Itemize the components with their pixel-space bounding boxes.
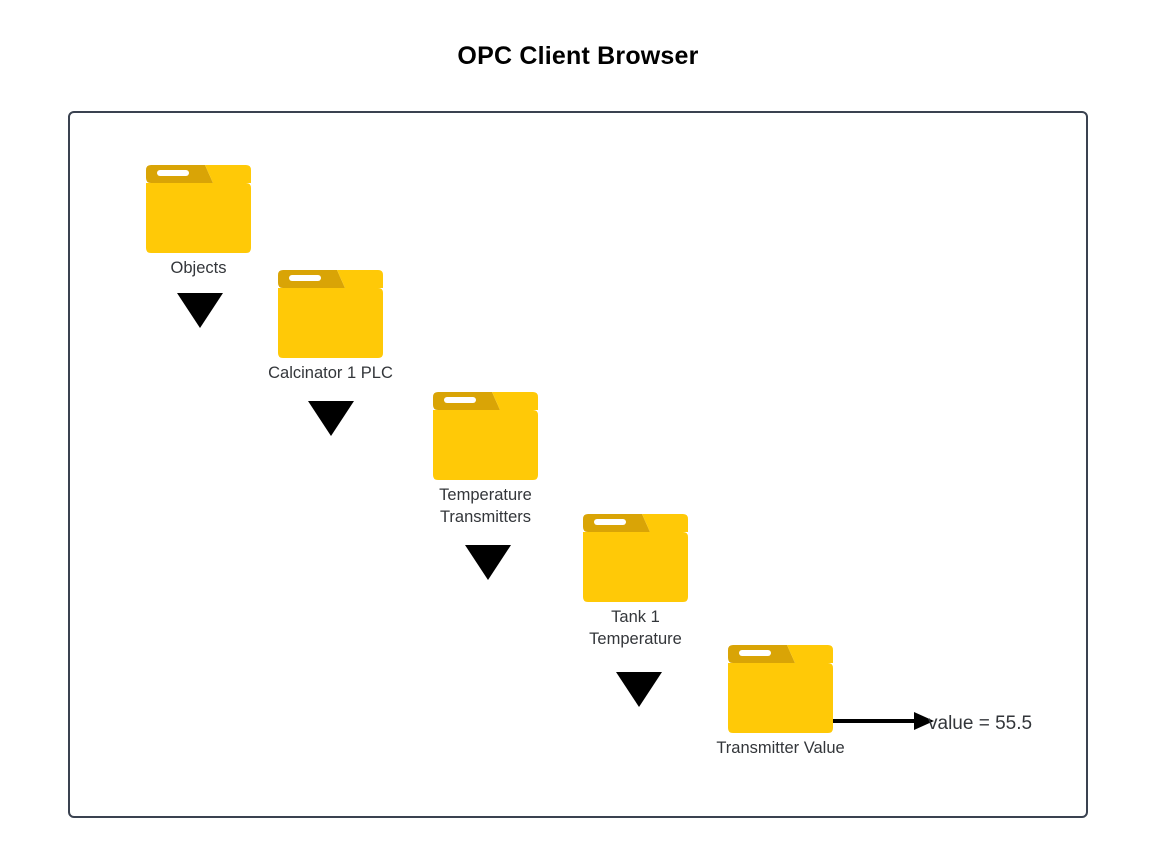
value-arrow-icon xyxy=(833,708,934,734)
tree-node-label: Temperature Transmitters xyxy=(439,486,532,526)
tree-node-tank-1-temperature[interactable]: Tank 1 Temperature xyxy=(583,514,688,648)
tree-node-calcinator-1-plc[interactable]: Calcinator 1 PLC xyxy=(268,270,393,382)
tree-node-label: Objects xyxy=(170,259,227,277)
folder-icon[interactable] xyxy=(146,165,251,253)
tree-node-label: Tank 1 Temperature xyxy=(589,608,682,648)
tree-node-temperature-transmitters[interactable]: Temperature Transmitters xyxy=(433,392,538,526)
triangle-down-icon xyxy=(616,672,662,707)
triangle-down-icon xyxy=(308,401,354,436)
tree-node-objects[interactable]: Objects xyxy=(146,165,251,277)
tree-node-transmitter-value[interactable]: Transmitter Value xyxy=(716,645,845,757)
folder-icon[interactable] xyxy=(728,645,833,733)
folder-icon[interactable] xyxy=(583,514,688,602)
tree-node-label: Transmitter Value xyxy=(716,739,845,757)
value-readout-text: value = 55.5 xyxy=(928,713,1033,734)
tree-node-label: Calcinator 1 PLC xyxy=(268,364,393,382)
triangle-down-icon xyxy=(465,545,511,580)
triangle-down-icon xyxy=(177,293,223,328)
folder-icon[interactable] xyxy=(433,392,538,480)
folder-icon[interactable] xyxy=(278,270,383,358)
page-title: OPC Client Browser xyxy=(457,42,699,70)
